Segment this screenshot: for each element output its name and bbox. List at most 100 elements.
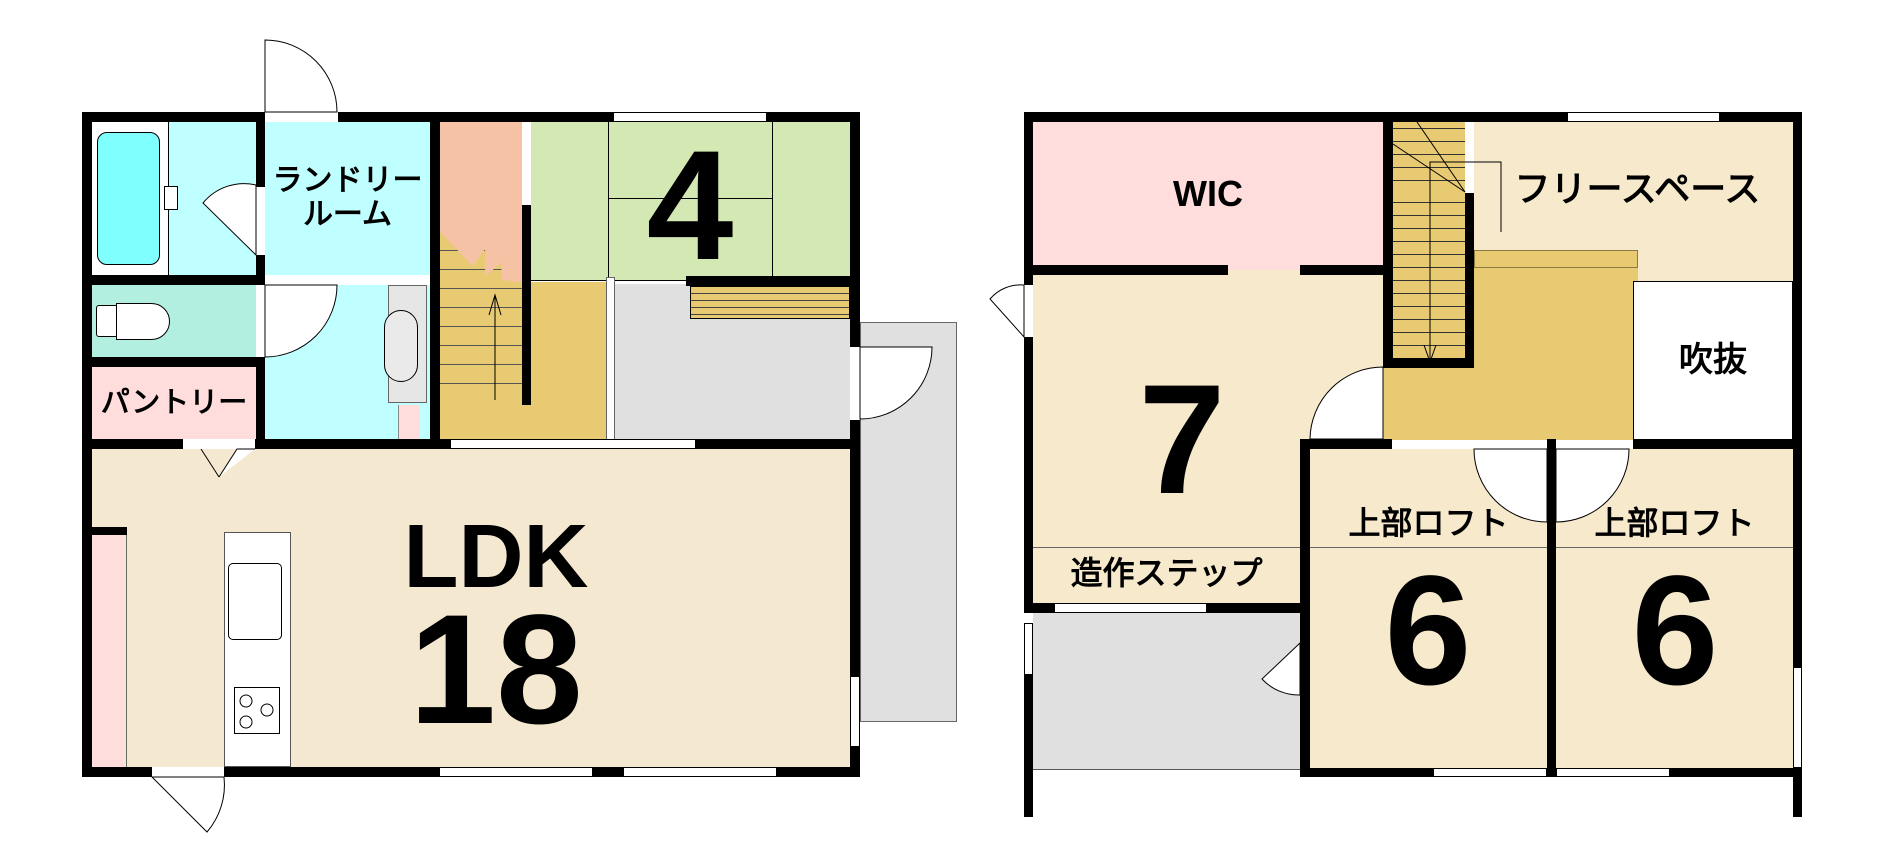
- wall: [1465, 193, 1474, 368]
- wall: [430, 112, 440, 449]
- window: [1054, 603, 1207, 613]
- wic: [1033, 122, 1383, 270]
- built-in-step-label: 造作ステップ: [1070, 554, 1263, 592]
- wall: [850, 112, 860, 347]
- balcony-door-icon[interactable]: [989, 284, 1026, 339]
- ldk-size: 18: [409, 583, 583, 757]
- pantry-label: パントリー: [100, 385, 248, 419]
- step-line: [1033, 547, 1300, 548]
- toilet-door-icon[interactable]: [264, 284, 340, 360]
- storage-gray: [1033, 613, 1300, 770]
- stove-burners-icon: [239, 694, 274, 729]
- loft-left-door-icon[interactable]: [1473, 448, 1549, 524]
- wall: [338, 112, 613, 122]
- wall: [82, 439, 183, 449]
- japanese-room-size: 4: [646, 119, 734, 293]
- entrance-door-icon[interactable]: [859, 346, 935, 422]
- handrail: [1474, 250, 1638, 268]
- window: [623, 767, 777, 777]
- wall: [850, 420, 860, 676]
- void-label: 吹抜: [1679, 340, 1747, 380]
- storage-door-icon[interactable]: [1261, 641, 1302, 696]
- wall: [82, 112, 265, 122]
- toilet-tank: [96, 305, 118, 337]
- wall: [1793, 112, 1802, 667]
- wall: [1720, 112, 1802, 122]
- tatami-line: [608, 122, 609, 280]
- tatami-line: [772, 122, 773, 280]
- wall: [256, 255, 265, 285]
- bath-fixture: [164, 186, 178, 210]
- wall: [1383, 358, 1474, 368]
- window: [1567, 112, 1720, 122]
- window: [439, 767, 593, 777]
- window: [1793, 667, 1802, 768]
- entrance-step: [690, 286, 850, 319]
- wash-basin: [384, 310, 418, 382]
- wall: [777, 767, 860, 777]
- wall: [767, 112, 860, 122]
- void: [1633, 281, 1793, 440]
- laundry-label-line1: ランドリー: [272, 163, 423, 198]
- wall: [1033, 265, 1228, 275]
- wall: [522, 205, 531, 405]
- wall: [696, 439, 860, 449]
- stair-up-arrow-icon: [488, 293, 502, 400]
- wall: [1300, 265, 1393, 275]
- wall: [1300, 439, 1392, 449]
- window: [1433, 768, 1547, 777]
- wic-label: WIC: [1173, 173, 1243, 214]
- bathroom-door-icon[interactable]: [202, 183, 258, 257]
- laundry-room-label: ランドリー ルーム: [265, 166, 430, 230]
- back-door-icon[interactable]: [264, 39, 340, 115]
- loft-right-size: 6: [1631, 544, 1719, 718]
- wall: [686, 276, 860, 286]
- loft-left-size: 6: [1384, 544, 1472, 718]
- window: [1024, 623, 1033, 675]
- wall: [82, 767, 152, 777]
- loft-right-label: 上部ロフト: [1594, 504, 1755, 542]
- wall: [850, 747, 860, 777]
- window: [613, 112, 767, 122]
- wall: [256, 112, 265, 187]
- hall-pillar: [606, 277, 615, 442]
- wall: [593, 767, 623, 777]
- toilet-bowl: [116, 303, 170, 340]
- ldk-label: LDK: [403, 507, 589, 607]
- ldk: [92, 449, 850, 767]
- wall: [1383, 112, 1393, 368]
- wall: [1793, 768, 1802, 817]
- free-space-label: フリースペース: [1514, 169, 1761, 210]
- wall: [256, 357, 265, 449]
- bedroom-door-icon[interactable]: [1309, 366, 1385, 442]
- closet-door-line: [126, 530, 127, 767]
- laundry-label-line2: ルーム: [302, 197, 393, 232]
- bedroom-size: 7: [1138, 353, 1226, 527]
- stair-down-arrow-icon: [1392, 121, 1502, 364]
- wall: [255, 439, 450, 449]
- pantry-door-icon[interactable]: [183, 448, 255, 481]
- window: [450, 439, 696, 449]
- loft-right-door-icon[interactable]: [1555, 448, 1631, 524]
- wall: [1024, 112, 1567, 122]
- wall: [224, 767, 439, 777]
- window: [1556, 768, 1670, 777]
- kitchen-door-icon[interactable]: [150, 776, 225, 835]
- wall: [1024, 112, 1033, 285]
- wall: [82, 275, 265, 285]
- bathtub: [97, 132, 160, 265]
- wall: [1633, 439, 1802, 449]
- kitchen-sink: [228, 563, 282, 640]
- wall: [1024, 665, 1033, 817]
- window: [850, 676, 860, 747]
- wall: [1300, 768, 1433, 777]
- wall: [1024, 337, 1033, 613]
- japanese-room: [531, 122, 850, 280]
- loft-left-label: 上部ロフト: [1348, 504, 1509, 542]
- wall: [1547, 439, 1556, 777]
- laundry-room: [265, 122, 430, 275]
- pantry: [92, 367, 256, 439]
- small-storage: [398, 405, 420, 439]
- tatami-line: [608, 198, 772, 199]
- wall: [82, 527, 127, 535]
